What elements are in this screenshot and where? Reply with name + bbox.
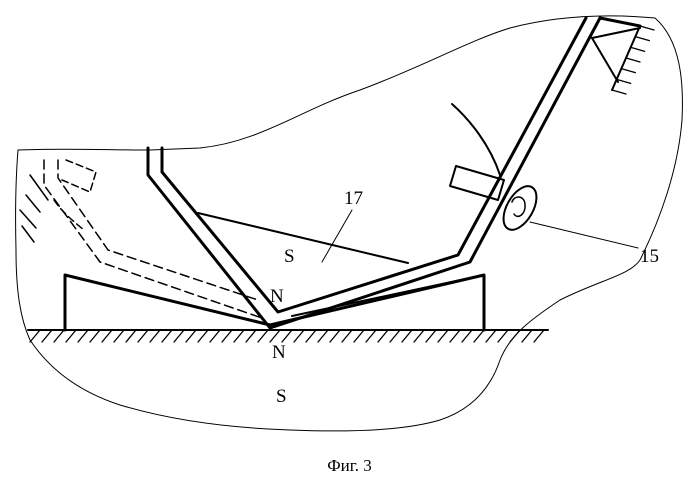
hatch-mark [90,330,100,342]
hatch-mark [234,330,244,342]
hatch-mark [30,330,40,342]
label-17: 17 [344,188,363,209]
element-15-oval [497,181,544,236]
hatch-mark [450,330,460,342]
wall-hatching [612,26,654,94]
hatch-mark [246,330,256,342]
hatch-mark [522,330,532,342]
arm-top-bracket-short [592,38,618,82]
hatch-mark [635,37,649,41]
hatch-mark [378,330,388,342]
dashed-arm-outer [44,160,262,318]
hatch-mark [462,330,472,342]
hatch-mark [222,330,232,342]
hatch-mark [640,26,654,30]
cutaway-outline [16,16,683,431]
element-15-hook [512,197,525,216]
figure-caption: Фиг. 3 [0,456,699,476]
hatch-mark [78,330,88,342]
left-pole-piece [65,275,270,330]
hatch-mark [354,330,364,342]
hatch-mark [54,330,64,342]
inner-arc-line [452,104,500,175]
hatch-mark [66,330,76,342]
hatch-mark [294,330,304,342]
dashed-arm-inner [58,160,258,300]
hatch-mark [486,330,496,342]
hatch-mark [186,330,196,342]
label-magnet-lower-n: N [272,342,286,363]
dashed-clamp [62,160,96,192]
hatch-mark [210,330,220,342]
element-15-leader [530,222,638,248]
hatch-mark [534,330,544,342]
arm-top-bracket [600,18,640,26]
right-pole-piece [270,275,484,330]
hatch-mark [612,90,626,94]
hatch-mark [631,47,645,51]
hatch-mark [366,330,376,342]
magnet-17-leader [322,210,352,262]
hatch-mark [270,330,280,342]
hatch-mark [282,330,292,342]
hatch-mark [438,330,448,342]
left-edge-marks [20,175,48,242]
hatch-mark [102,330,112,342]
label-magnet-upper-n: N [270,286,284,307]
hatch-mark [306,330,316,342]
hatch-mark [342,330,352,342]
hatch-mark [318,330,328,342]
hatch-mark [150,330,160,342]
hatch-mark [330,330,340,342]
arm-top-bracket-diag [592,28,640,38]
hatch-mark [198,330,208,342]
hatch-mark [426,330,436,342]
hatch-mark [474,330,484,342]
hatch-mark [162,330,172,342]
hatch-mark [114,330,124,342]
hatch-mark [414,330,424,342]
hatch-mark [390,330,400,342]
hatch-mark [626,58,640,62]
label-magnet-upper-s: S [284,246,295,267]
hatch-mark [510,330,520,342]
hatch-mark [126,330,136,342]
ground-hatching [30,330,544,342]
hatch-mark [174,330,184,342]
hatch-mark [258,330,268,342]
label-15: 15 [640,246,659,267]
hatch-mark [402,330,412,342]
hatch-mark [498,330,508,342]
hatch-mark [621,69,635,73]
hatch-mark [138,330,148,342]
label-magnet-lower-s: S [276,386,287,407]
hatch-mark [42,330,52,342]
